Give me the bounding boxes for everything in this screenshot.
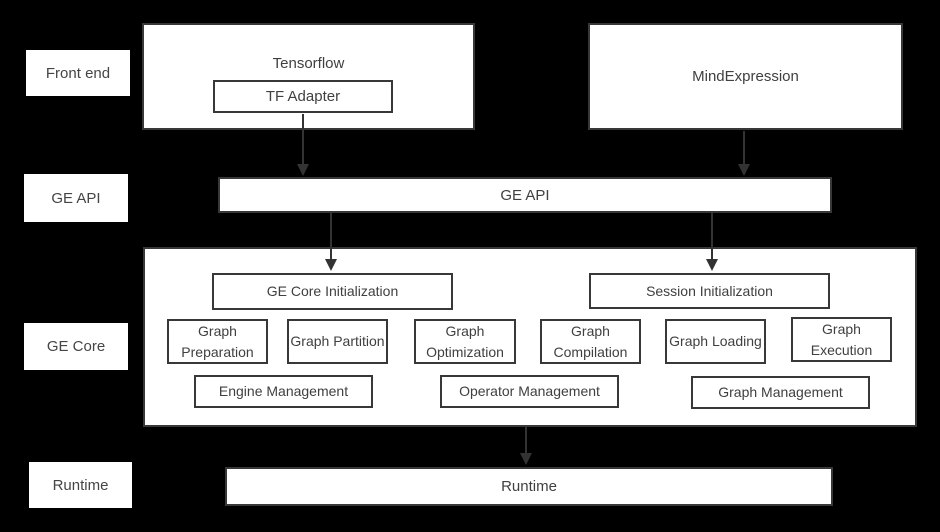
node-mindexpression: MindExpression: [588, 23, 903, 130]
node-graph-loading: Graph Loading: [665, 319, 766, 364]
node-mindexpression-label: MindExpression: [692, 68, 799, 85]
layer-label-ge-core: GE Core: [24, 323, 128, 370]
node-graph-preparation-label: Graph Preparation: [181, 323, 254, 360]
node-ge-core: GE Core Initialization Session Initializ…: [143, 247, 917, 427]
layer-label-text: GE API: [51, 189, 101, 207]
arrow-ge-core-to-runtime: [520, 427, 532, 465]
node-graph-management: Graph Management: [691, 376, 870, 409]
node-operator-management: Operator Management: [440, 375, 619, 408]
node-engine-management-label: Engine Management: [218, 383, 349, 400]
node-tf-adapter-label: TF Adapter: [265, 88, 341, 105]
node-engine-management: Engine Management: [194, 375, 373, 408]
node-graph-optimization: Graph Optimization: [414, 319, 516, 364]
layer-label-text: Front end: [45, 64, 111, 82]
node-runtime: Runtime: [225, 467, 833, 506]
node-tensorflow: Tensorflow TF Adapter: [142, 23, 475, 130]
node-graph-compilation: Graph Compilation: [540, 319, 641, 364]
layer-label-front-end: Front end: [26, 50, 130, 96]
node-operator-management-label: Operator Management: [459, 383, 600, 400]
layer-label-ge-api: GE API: [24, 174, 128, 222]
node-ge-api: GE API: [218, 177, 832, 213]
node-tf-adapter: TF Adapter: [213, 80, 393, 113]
node-graph-execution-label: Graph Execution: [810, 321, 873, 358]
layer-label-text: Runtime: [52, 476, 109, 494]
node-graph-partition-label: Graph Partition: [290, 333, 385, 350]
layer-label-runtime: Runtime: [29, 462, 132, 508]
node-runtime-label: Runtime: [501, 478, 557, 495]
node-graph-preparation: Graph Preparation: [167, 319, 268, 364]
node-ge-core-initialization: GE Core Initialization: [212, 273, 453, 310]
node-graph-execution: Graph Execution: [791, 317, 892, 362]
node-session-initialization: Session Initialization: [589, 273, 830, 309]
node-graph-loading-label: Graph Loading: [669, 333, 762, 350]
arrow-mindexpression-to-ge-api: [738, 131, 750, 176]
node-graph-compilation-label: Graph Compilation: [553, 323, 628, 360]
node-ge-api-label: GE API: [500, 186, 550, 204]
node-ge-core-initialization-label: GE Core Initialization: [266, 283, 399, 300]
node-graph-partition: Graph Partition: [287, 319, 388, 364]
node-graph-optimization-label: Graph Optimization: [426, 323, 504, 360]
node-session-initialization-label: Session Initialization: [646, 282, 773, 299]
node-tensorflow-label: Tensorflow: [272, 55, 345, 72]
layer-label-text: GE Core: [46, 338, 106, 355]
node-graph-management-label: Graph Management: [718, 384, 843, 401]
